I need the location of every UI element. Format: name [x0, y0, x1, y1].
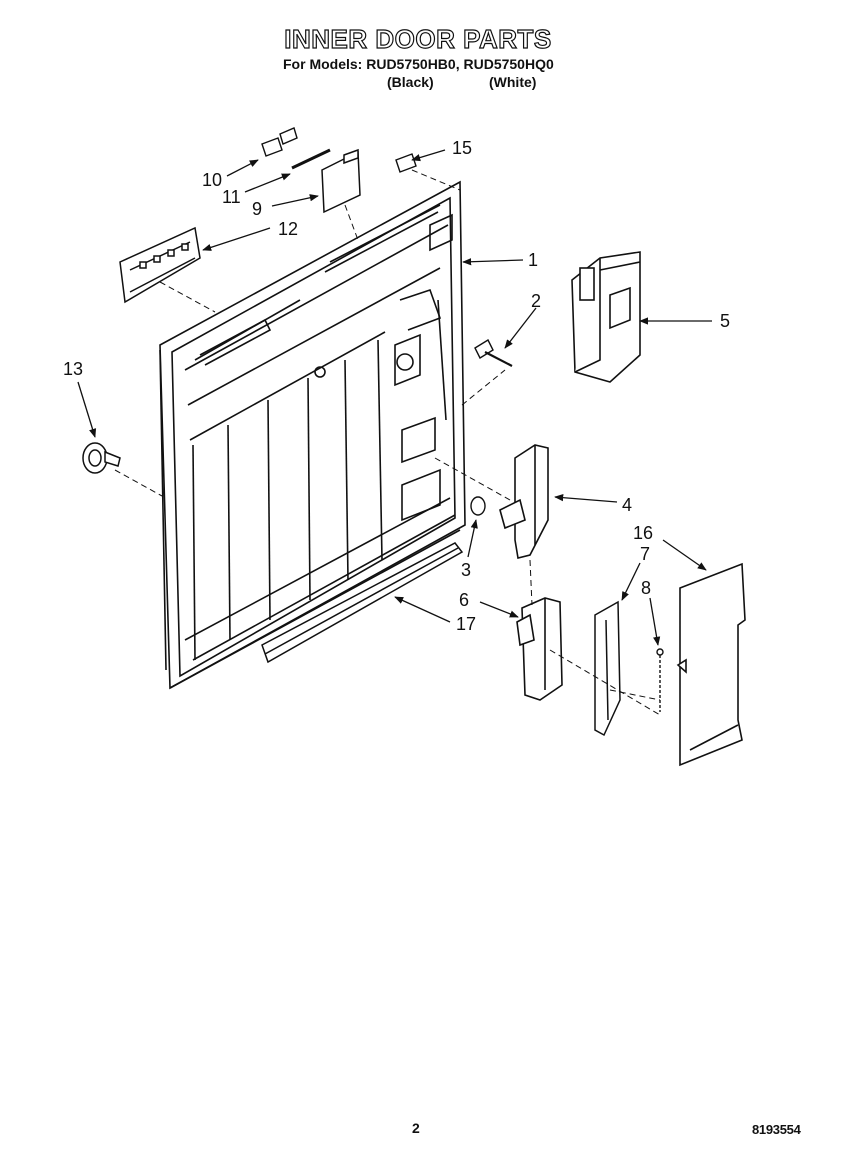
- variant-white-label: (White): [489, 74, 537, 90]
- callout-16: 16: [633, 523, 653, 543]
- part-10-screw: [261, 127, 298, 157]
- callout-9: 9: [252, 199, 262, 219]
- assembly-lines: [114, 169, 661, 716]
- part-2-pin: [474, 339, 513, 367]
- page-number: 2: [412, 1120, 420, 1136]
- inner-door-panel: [159, 180, 466, 690]
- part-12-handle: [119, 226, 201, 304]
- callout-1: 1: [528, 250, 538, 270]
- part-16-cover-panel: [676, 562, 746, 767]
- part-11-rod: [291, 148, 331, 170]
- part-15-screw: [395, 153, 417, 173]
- callout-4: 4: [622, 495, 632, 515]
- part-5-latch-housing: [571, 251, 641, 383]
- callout-3: 3: [461, 560, 471, 580]
- part-3-bushing: [470, 496, 486, 516]
- callout-15: 15: [452, 138, 472, 158]
- callout-8: 8: [641, 578, 651, 598]
- callout-6: 6: [459, 590, 469, 610]
- callout-leaders: [77, 149, 712, 646]
- diagram-title: INNER DOOR PARTS: [284, 23, 552, 54]
- part-7-strike: [594, 600, 621, 737]
- part-4-latch: [499, 444, 549, 559]
- part-9-cover: [321, 148, 361, 214]
- part-8-spring: [656, 648, 664, 712]
- callout-17: 17: [456, 614, 476, 634]
- part-17-trim-strip: [261, 542, 464, 664]
- part-13-knob: [82, 442, 121, 474]
- model-numbers: For Models: RUD5750HB0, RUD5750HQ0: [283, 56, 554, 72]
- callout-11: 11: [222, 187, 241, 207]
- part-6-latch: [516, 597, 563, 701]
- document-number: 8193554: [752, 1122, 801, 1137]
- callout-7: 7: [640, 544, 650, 564]
- callout-12: 12: [278, 219, 298, 239]
- variant-black-label: (Black): [387, 74, 434, 90]
- callout-10: 10: [202, 170, 222, 190]
- callout-13: 13: [63, 359, 83, 379]
- callout-2: 2: [531, 291, 541, 311]
- callout-5: 5: [720, 311, 730, 331]
